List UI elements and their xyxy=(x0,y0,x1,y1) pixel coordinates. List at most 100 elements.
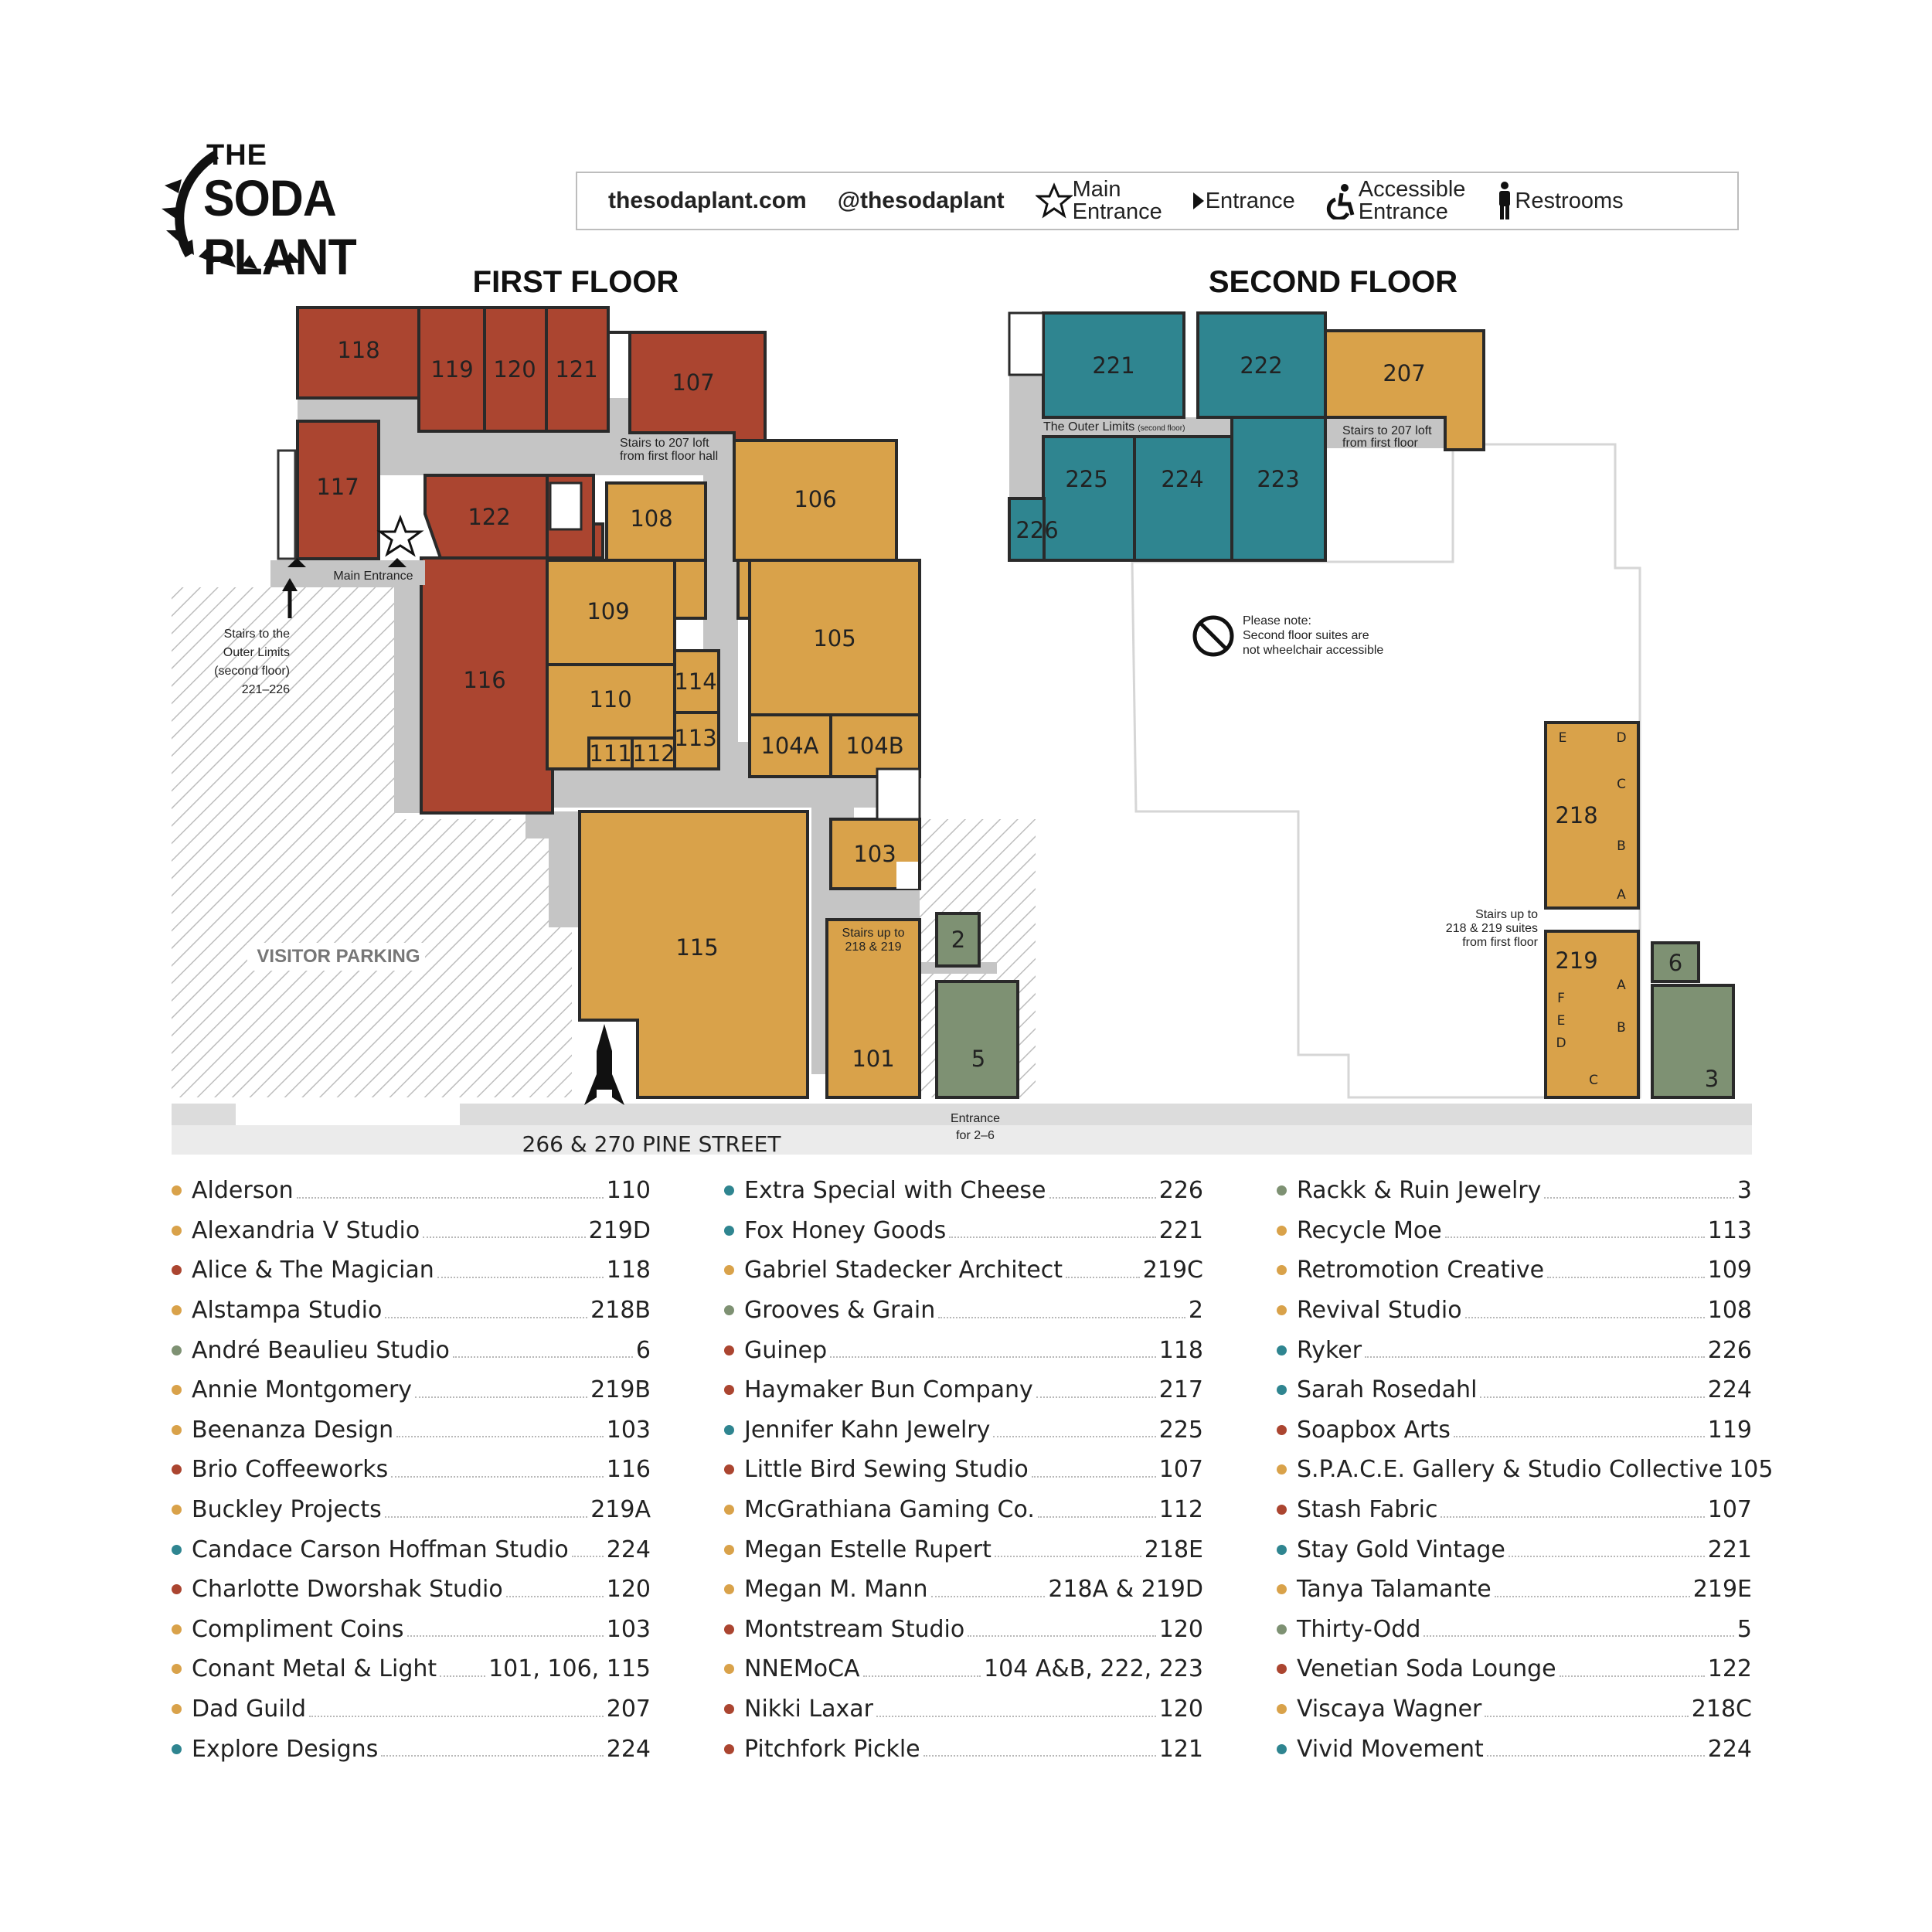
tenant-name: NNEMoCA xyxy=(744,1655,860,1683)
room-label-224: 224 xyxy=(1161,466,1203,492)
website-link[interactable]: thesodaplant.com xyxy=(608,188,807,213)
room-label-5: 5 xyxy=(971,1046,985,1072)
dot-leader xyxy=(949,1223,1156,1239)
color-dot xyxy=(724,1624,734,1634)
tenant-name: Megan Estelle Rupert xyxy=(744,1536,992,1563)
tenant-suite: 122 xyxy=(1707,1655,1752,1683)
color-dot xyxy=(724,1544,734,1555)
dot-leader xyxy=(296,1183,604,1199)
room-label-F: F xyxy=(1557,991,1565,1006)
tenant-suite: 107 xyxy=(1707,1496,1752,1524)
tenant-name: André Beaulieu Studio xyxy=(192,1336,450,1364)
tenant-name: Soapbox Arts xyxy=(1297,1416,1451,1444)
social-handle[interactable]: @thesodaplant xyxy=(837,188,1005,213)
tenant-suite: 107 xyxy=(1158,1456,1203,1484)
tenant-name: Charlotte Dworshak Studio xyxy=(192,1576,503,1604)
tenant-suite: 225 xyxy=(1158,1416,1203,1444)
color-dot xyxy=(1277,1265,1287,1276)
tenant-suite: 118 xyxy=(606,1257,651,1284)
tenant-suite: 224 xyxy=(606,1536,651,1563)
tenant-suite: 113 xyxy=(1707,1216,1752,1244)
color-dot xyxy=(1277,1584,1287,1595)
color-dot xyxy=(172,1424,182,1435)
dot-leader xyxy=(1049,1183,1156,1199)
dot-leader xyxy=(1031,1462,1156,1478)
dot-leader xyxy=(1486,1741,1705,1757)
color-dot xyxy=(172,1185,182,1196)
dot-leader xyxy=(384,1502,588,1518)
room-label-109: 109 xyxy=(587,598,629,624)
room-label-114: 114 xyxy=(674,668,716,695)
tenant-suite: 219B xyxy=(590,1376,651,1404)
color-dot xyxy=(724,1743,734,1754)
room-label-103: 103 xyxy=(853,841,896,867)
dot-leader xyxy=(1423,1621,1734,1638)
directory-row[interactable]: Annie Montgomery 219B xyxy=(172,1370,651,1410)
legend-accessible-1: Accessible xyxy=(1358,177,1466,202)
color-dot xyxy=(172,1743,182,1754)
room-label-C: C xyxy=(1617,777,1626,792)
tenant-name: Annie Montgomery xyxy=(192,1376,413,1404)
tenant-suite: 218B xyxy=(590,1297,651,1325)
color-dot xyxy=(172,1464,182,1475)
directory-row[interactable]: McGrathiana Gaming Co.112 xyxy=(724,1490,1203,1530)
dot-leader xyxy=(1480,1383,1705,1398)
logo-name: SODA PLANT xyxy=(203,169,357,285)
tenant-suite: 5 xyxy=(1736,1615,1752,1643)
please-note-2: Second floor suites are xyxy=(1243,629,1369,642)
tenant-suite: 219D xyxy=(588,1216,651,1244)
dot-leader xyxy=(876,1702,1156,1717)
dot-leader xyxy=(1464,1303,1705,1318)
first-floor-orange-rooms xyxy=(546,439,921,1099)
room-label-D: D xyxy=(1616,730,1626,746)
color-dot xyxy=(172,1624,182,1634)
rocket-icon xyxy=(584,1024,624,1105)
dot-leader xyxy=(415,1383,588,1398)
